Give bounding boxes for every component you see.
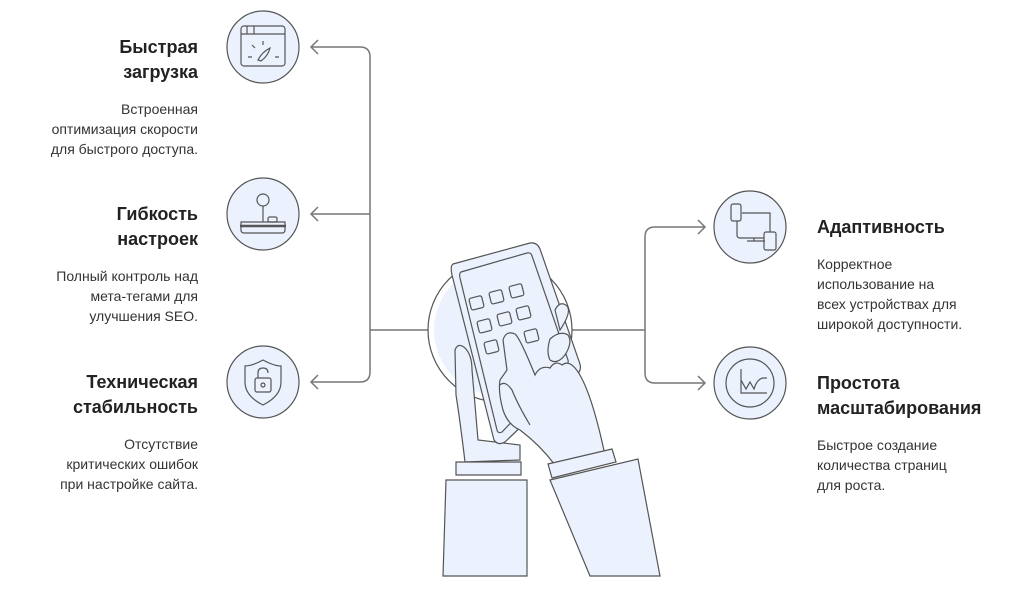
feature-description: Встроенная оптимизация скорости для быстро… xyxy=(51,99,198,159)
connector-right-trunk xyxy=(644,226,705,384)
connectors xyxy=(309,39,707,391)
desc-line: количества страниц xyxy=(817,457,947,473)
feature-flexible-settings: Гибкость настроек Полный контроль над мета… xyxy=(56,202,198,326)
hands-phone-illustration xyxy=(427,242,661,577)
desc-line: Корректное xyxy=(817,256,893,272)
title-line: стабильность xyxy=(72,397,198,417)
feature-scalability: Простота масштабирования Быстрое создание… xyxy=(817,371,981,495)
feature-title: Техническая стабильность xyxy=(60,370,198,420)
feature-adaptivity: Адаптивность Корректное использование на в… xyxy=(817,215,962,334)
joystick-icon xyxy=(226,177,300,251)
desc-line: оптимизация скорости xyxy=(51,121,198,137)
feature-description: Корректное использование на всех устройств… xyxy=(817,254,962,334)
growth-chart-icon xyxy=(713,346,787,420)
phone-keypad xyxy=(468,283,540,355)
shield-lock-icon xyxy=(226,345,300,419)
title-line: Гибкость xyxy=(116,204,198,224)
title-line: Быстрая xyxy=(119,37,198,57)
feature-description: Полный контроль над мета-тегами для улучше… xyxy=(56,266,198,326)
title-line: масштабирования xyxy=(817,398,982,418)
arrowheads-left xyxy=(309,39,319,390)
desc-line: широкой доступности. xyxy=(817,316,963,332)
title-line: загрузка xyxy=(123,62,198,82)
arrowheads-right xyxy=(697,219,707,391)
title-line: настроек xyxy=(117,229,198,249)
feature-title: Гибкость настроек xyxy=(56,202,198,252)
desc-line: использование на xyxy=(817,276,935,292)
desc-line: для роста. xyxy=(817,477,886,493)
desc-line: для быстрого доступа. xyxy=(50,141,198,157)
desc-line: критических ошибок xyxy=(66,456,198,472)
desc-line: Отсутствие xyxy=(124,436,198,452)
desc-line: Быстрое создание xyxy=(817,437,938,453)
title-line: Простота xyxy=(817,373,900,393)
devices-icon xyxy=(713,190,787,264)
feature-title: Простота масштабирования xyxy=(817,371,981,421)
feature-title: Адаптивность xyxy=(817,215,962,240)
title-line: Техническая xyxy=(86,372,198,392)
title-line: Адаптивность xyxy=(817,217,945,237)
speedometer-icon xyxy=(226,10,300,84)
feature-description: Быстрое создание количества страниц для ро… xyxy=(817,435,981,495)
desc-line: улучшения SEO. xyxy=(89,308,198,324)
desc-line: мета-тегами для xyxy=(90,288,198,304)
feature-fast-loading: Быстрая загрузка Встроенная оптимизация ск… xyxy=(51,35,198,159)
feature-title: Быстрая загрузка xyxy=(51,35,198,85)
desc-line: Встроенная xyxy=(121,101,198,117)
desc-line: при настройке сайта. xyxy=(60,476,198,492)
feature-technical-stability: Техническая стабильность Отсутствие критич… xyxy=(60,370,198,494)
desc-line: Полный контроль над xyxy=(56,268,198,284)
feature-description: Отсутствие критических ошибок при настройк… xyxy=(60,434,198,494)
desc-line: всех устройствах для xyxy=(817,296,957,312)
